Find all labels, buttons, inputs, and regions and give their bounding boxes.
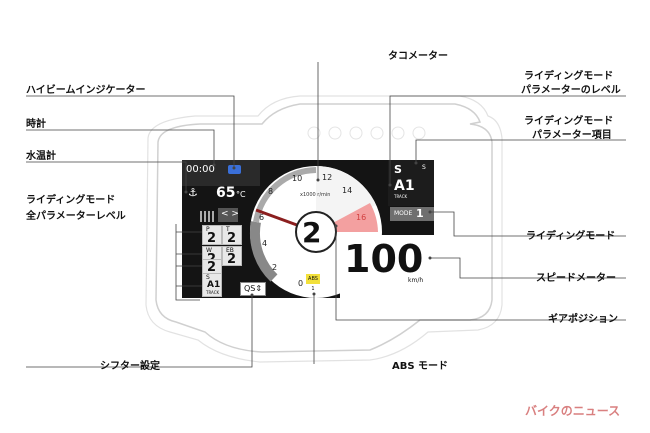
label-param-levels-1: ライディングモード [26, 195, 116, 206]
label-mode-param-item-1: ライディングモード [524, 116, 614, 127]
svg-text:16: 16 [356, 213, 366, 222]
label-high-beam: ハイビームインジケーター [26, 85, 146, 96]
tacho-tick-labels: 0 2 4 6 8 10 12 14 16 [259, 173, 366, 288]
svg-text:10: 10 [292, 174, 302, 183]
label-shifter: シフター設定 [100, 361, 160, 372]
level-cell-5: 2 [202, 259, 222, 275]
speed-unit: km/h [408, 277, 424, 284]
svg-text:6: 6 [259, 213, 264, 222]
param-item-sub: TRACK [394, 194, 408, 199]
speed-value: 100 [344, 237, 424, 281]
label-mode-param-item-2: パラメーター項目 [532, 130, 612, 141]
svg-text:2: 2 [272, 263, 277, 272]
label-mode-param-level-1: ライディングモード [524, 71, 614, 82]
dashboard-screen: 00:00 ⚓ 65 °C < > P2 T2 W2 EB2 2 S A1 TR… [182, 160, 434, 298]
high-beam-icon [228, 165, 241, 174]
svg-text:4: 4 [262, 239, 267, 248]
svg-text:14: 14 [342, 186, 352, 195]
site-logo: バイクのニュース [525, 404, 621, 418]
rpm-unit: x1000 r/min [300, 192, 330, 198]
qs-label: QS [243, 284, 256, 293]
label-clock: 時計 [26, 119, 46, 130]
label-riding-mode: ライディングモード [526, 231, 616, 242]
signal-bars-icon [200, 211, 214, 222]
mode-label: MODE [394, 210, 413, 217]
svg-text:8: 8 [268, 187, 273, 196]
label-param-levels-2: 全パラメーターレベル [26, 211, 126, 222]
thermometer-icon: ⚓ [188, 186, 198, 199]
coolant-temp-value: 65 [216, 185, 236, 201]
label-speedometer: スピードメーター [536, 273, 616, 284]
status-bar [182, 160, 260, 186]
param-item-letter: S [394, 163, 402, 176]
speed-panel [340, 235, 434, 298]
mode-bar[interactable] [390, 207, 434, 221]
label-tacho: タコメーター [388, 51, 448, 62]
mode-value: 1 [416, 207, 424, 220]
qs-toggle-icon: ⇕ [255, 284, 263, 293]
level-cell-s: S A1 TRACK [202, 273, 222, 297]
svg-text:12: 12 [322, 173, 332, 182]
svg-text:0: 0 [298, 279, 303, 288]
nav-arrows[interactable]: < > [218, 208, 239, 222]
coolant-temp-unit: °C [236, 190, 246, 199]
tacho-arc [249, 221, 278, 282]
label-abs-mode: ABS モード [392, 361, 449, 372]
abs-badge: ABS 1 [306, 274, 320, 292]
label-mode-param-level-2: パラメーターのレベル [521, 85, 621, 96]
label-gear-position: ギアポジション [548, 314, 618, 325]
top-indicator-lamps [307, 126, 426, 140]
param-item-box [388, 160, 434, 206]
gear-position-value: 2 [302, 216, 321, 249]
param-item-level: A1 [394, 178, 415, 194]
param-side-letter: S [422, 164, 426, 171]
label-coolant: 水温計 [26, 151, 56, 162]
clock-readout: 00:00 [186, 164, 215, 175]
